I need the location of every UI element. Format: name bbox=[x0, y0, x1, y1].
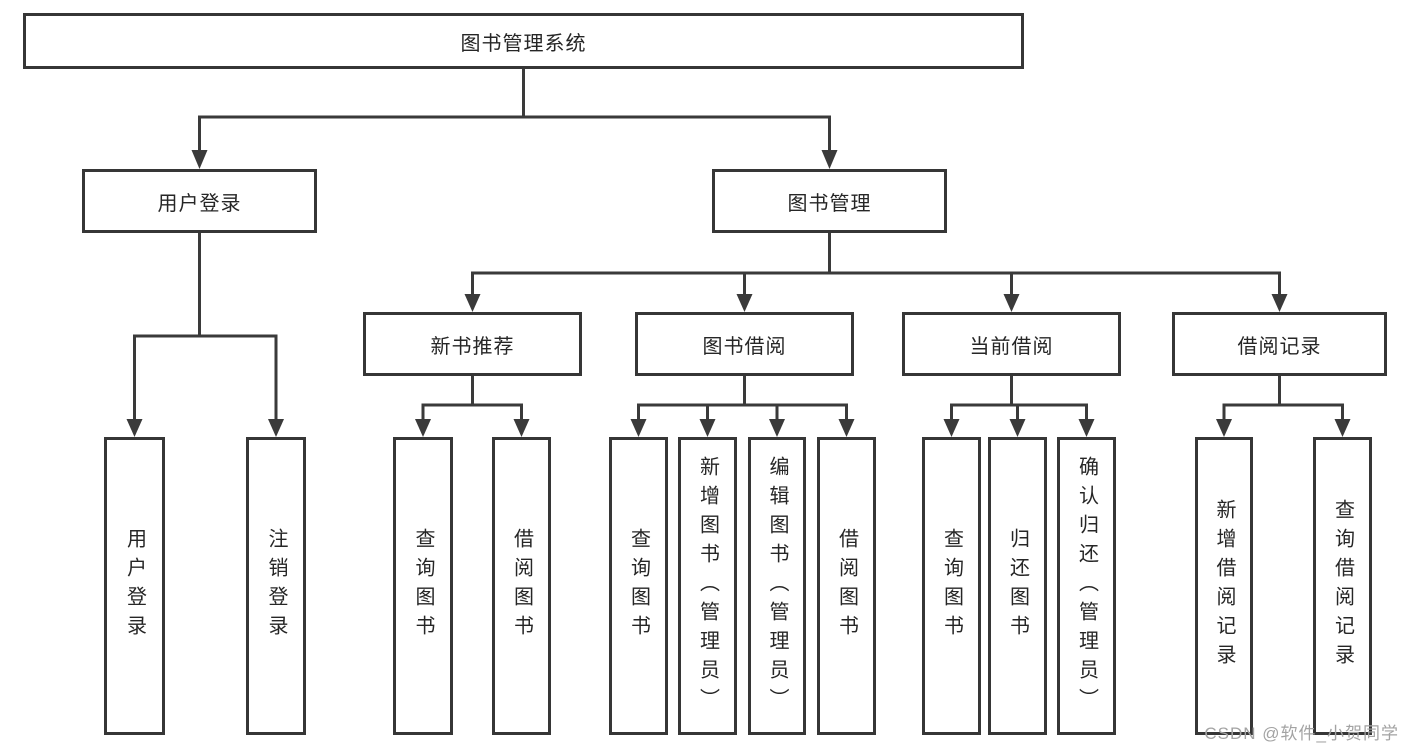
leaf-borrow-books: 借阅图书 bbox=[817, 437, 876, 735]
node-new-book-recommend: 新书推荐 bbox=[363, 312, 582, 376]
leaf-confirm-return-admin: 确认归还（管理员） bbox=[1057, 437, 1116, 735]
leaf-return-book: 归还图书 bbox=[988, 437, 1047, 735]
leaf-user-login: 用户登录 bbox=[104, 437, 165, 735]
leaf-query-books-borrow: 查询图书 bbox=[609, 437, 668, 735]
leaf-borrow-books-recommend: 借阅图书 bbox=[492, 437, 551, 735]
leaf-query-books-recommend: 查询图书 bbox=[393, 437, 453, 735]
leaf-edit-book-admin: 编辑图书（管理员） bbox=[748, 437, 806, 735]
leaf-logout: 注销登录 bbox=[246, 437, 306, 735]
node-current-borrow: 当前借阅 bbox=[902, 312, 1121, 376]
leaf-query-borrow-record: 查询借阅记录 bbox=[1313, 437, 1372, 735]
node-book-management: 图书管理 bbox=[712, 169, 947, 233]
watermark: CSDN @软件_小贺同学 bbox=[1204, 724, 1399, 743]
node-borrow-records: 借阅记录 bbox=[1172, 312, 1387, 376]
node-user-login: 用户登录 bbox=[82, 169, 317, 233]
leaf-add-borrow-record: 新增借阅记录 bbox=[1195, 437, 1253, 735]
node-root: 图书管理系统 bbox=[23, 13, 1024, 69]
leaf-add-book-admin: 新增图书（管理员） bbox=[678, 437, 737, 735]
node-book-borrow: 图书借阅 bbox=[635, 312, 854, 376]
leaf-query-books-current: 查询图书 bbox=[922, 437, 981, 735]
